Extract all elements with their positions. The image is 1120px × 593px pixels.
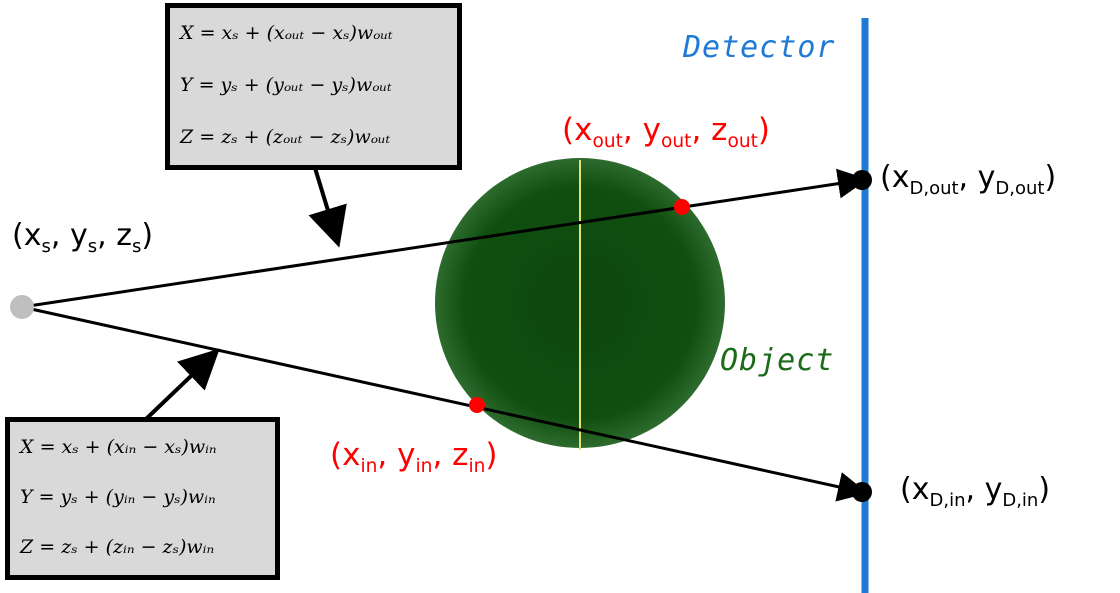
in-equation-x: X = xₛ + (xᵢₙ − xₛ)wᵢₙ xyxy=(20,436,217,458)
coord-x-sub: D,in xyxy=(929,490,966,511)
detector-in-coordinate-label: (xD,in, yD,in) xyxy=(900,472,1050,511)
out-equation-z: Z = zₛ + (zₒᵤₜ − zₛ)wₒᵤₜ xyxy=(180,126,391,148)
coord-z-sub: out xyxy=(727,131,758,153)
coord-y-sub: s xyxy=(87,236,98,257)
coord-y: y xyxy=(984,472,1003,507)
ray-lower xyxy=(21,305,868,502)
coord-y: y xyxy=(977,160,996,195)
in-equation-arrow xyxy=(143,348,220,422)
paren-close: ) xyxy=(757,112,771,148)
coord-x: x xyxy=(23,218,42,253)
coord-y-sub: in xyxy=(415,456,433,478)
in-equation-y: Y = yₛ + (yᵢₙ − yₛ)wᵢₙ xyxy=(20,486,216,508)
out-equation-y: Y = yₛ + (yₒᵤₜ − yₛ)wₒᵤₜ xyxy=(180,74,392,96)
sep: , xyxy=(432,437,453,473)
detector-out-coordinate-label: (xD,out, yD,out) xyxy=(880,160,1056,199)
sep: , xyxy=(965,472,985,507)
source-coordinate-label: (xs, ys, zs) xyxy=(12,218,153,257)
coord-x: x xyxy=(891,160,910,195)
coord-y-sub: out xyxy=(661,131,692,153)
detector-label: Detector xyxy=(683,30,836,65)
coord-x-sub: D,out xyxy=(909,178,959,199)
paren-open: ( xyxy=(880,160,892,195)
coord-z: z xyxy=(116,218,132,253)
coord-y-sub: D,out xyxy=(995,178,1045,199)
paren-close: ) xyxy=(1044,160,1057,195)
sep: , xyxy=(50,218,70,253)
sep: , xyxy=(958,160,978,195)
coord-y: y xyxy=(642,112,661,148)
sep: , xyxy=(377,437,398,473)
coord-z: z xyxy=(452,437,469,473)
paren-close: ) xyxy=(1038,472,1051,507)
coord-z-sub: in xyxy=(468,456,486,478)
out-point-coordinate-label: (xout, yout, zout) xyxy=(562,112,770,152)
paren-open: ( xyxy=(12,218,24,253)
sep: , xyxy=(691,112,712,148)
coord-x-sub: out xyxy=(592,131,623,153)
out-equations-box: X = xₛ + (xₒᵤₜ − xₛ)wₒᵤₜ Y = yₛ + (yₒᵤₜ … xyxy=(165,3,462,170)
detector-in-point xyxy=(852,482,872,502)
out-intersection-point xyxy=(674,199,690,215)
paren-close: ) xyxy=(485,437,498,473)
coord-y-sub: D,in xyxy=(1002,490,1039,511)
in-point-coordinate-label: (xin, yin, zin) xyxy=(330,437,498,477)
detector-out-point xyxy=(852,170,872,190)
ray-upper xyxy=(21,168,868,309)
coord-z-sub: s xyxy=(131,236,142,257)
coord-x: x xyxy=(911,472,930,507)
coord-y: y xyxy=(397,437,416,473)
sep: , xyxy=(97,218,117,253)
coord-x: x xyxy=(574,112,593,148)
source-point xyxy=(10,295,34,319)
coord-z: z xyxy=(711,112,728,148)
coord-x-sub: s xyxy=(41,236,51,257)
coord-x: x xyxy=(342,437,361,473)
object-label: Object xyxy=(720,343,835,378)
sep: , xyxy=(622,112,643,148)
out-equation-arrow xyxy=(308,167,347,248)
coord-y: y xyxy=(69,218,88,253)
paren-open: ( xyxy=(900,472,912,507)
coord-x-sub: in xyxy=(360,456,378,478)
paren-open: ( xyxy=(562,112,575,148)
paren-close: ) xyxy=(141,218,154,253)
paren-open: ( xyxy=(330,437,343,473)
out-equation-x: X = xₛ + (xₒᵤₜ − xₛ)wₒᵤₜ xyxy=(180,22,393,44)
in-equations-box: X = xₛ + (xᵢₙ − xₛ)wᵢₙ Y = yₛ + (yᵢₙ − y… xyxy=(5,417,280,580)
in-intersection-point xyxy=(469,397,485,413)
in-equation-z: Z = zₛ + (zᵢₙ − zₛ)wᵢₙ xyxy=(20,536,215,558)
